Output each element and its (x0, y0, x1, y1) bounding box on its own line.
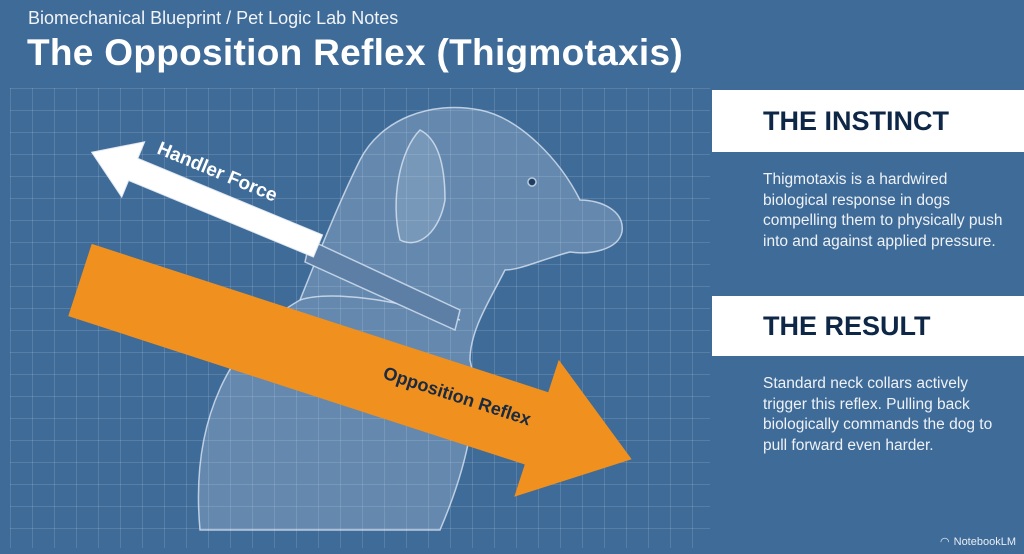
result-body: Standard neck collars actively trigger t… (763, 375, 993, 454)
notebooklm-icon: ◠ (940, 536, 950, 548)
dog-sketch (197, 106, 623, 531)
instinct-body: Thigmotaxis is a hardwired biological re… (763, 171, 1003, 250)
brand-text: NotebookLM (953, 535, 1016, 548)
page-title: The Opposition Reflex (Thigmotaxis) (27, 32, 683, 73)
handler-force-arrow (90, 141, 324, 258)
result-heading: THE RESULT (712, 296, 1024, 356)
subtitle: Biomechanical Blueprint / Pet Logic Lab … (28, 8, 399, 28)
opposition-reflex-arrow (68, 243, 632, 497)
notebooklm-logo: ◠ NotebookLM (940, 535, 1016, 549)
instinct-heading: THE INSTINCT (712, 90, 1024, 152)
